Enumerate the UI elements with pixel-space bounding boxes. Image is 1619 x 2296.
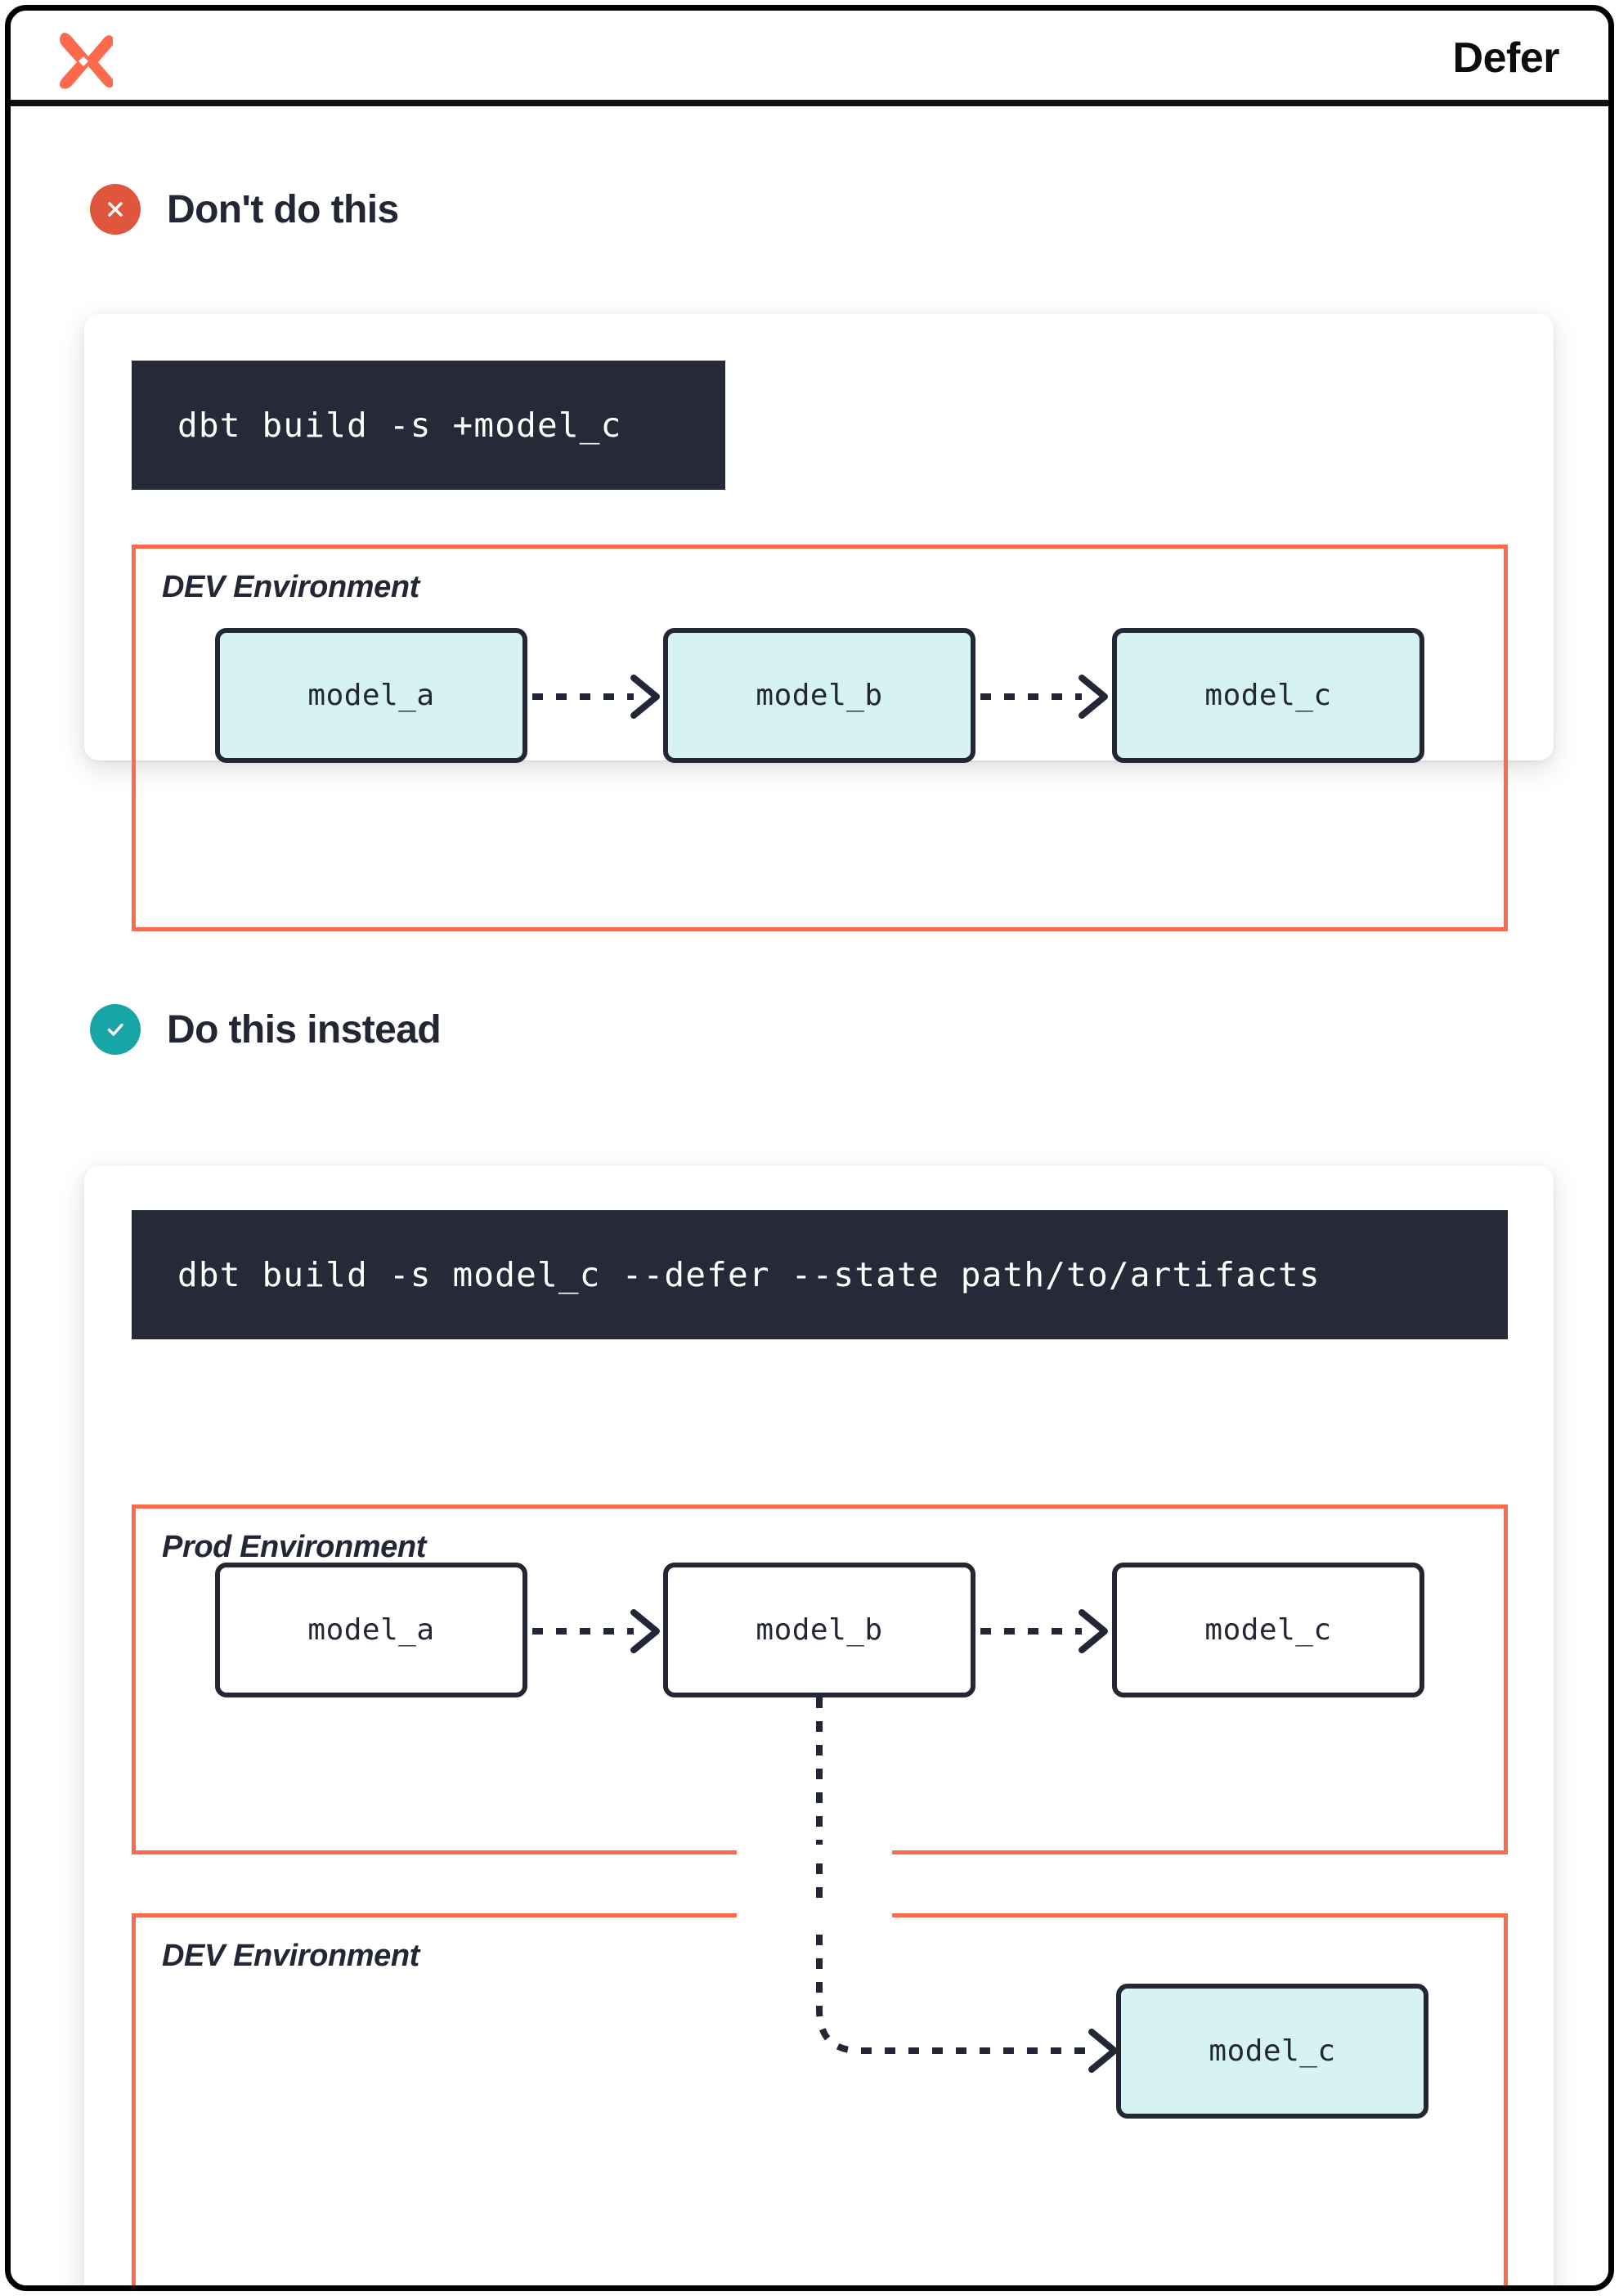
model-node-prod-model-a[interactable]: model_a — [215, 1563, 527, 1697]
env-box-dev-1: DEV Environment — [132, 545, 1508, 931]
border-gap-dev-top — [737, 1908, 892, 1926]
page-frame: Defer Don't do this dbt build -s +model_… — [5, 5, 1614, 2291]
arrow-prod-model-a-to-model-b — [532, 1609, 660, 1653]
model-node-prod-model-b[interactable]: model_b — [663, 1563, 975, 1697]
env-label-prod: Prod Environment — [162, 1530, 426, 1564]
section-title-dont-do-this: Don't do this — [167, 187, 399, 231]
dbt-logo-icon — [54, 29, 113, 89]
page-title: Defer — [1452, 34, 1560, 82]
card-dont-do-this: dbt build -s +model_c DEV Environment mo… — [84, 314, 1554, 931]
model-node-model-b[interactable]: model_b — [663, 628, 975, 763]
model-node-dev-model-c[interactable]: model_c — [1116, 1984, 1428, 2119]
check-circle-icon — [90, 1004, 141, 1055]
section-header-dont-do-this: Don't do this — [90, 184, 399, 235]
arrow-model-b-to-model-c — [980, 675, 1108, 719]
arrow-model-a-to-model-b — [532, 675, 660, 719]
model-node-model-a[interactable]: model_a — [215, 628, 527, 763]
border-gap-prod-bottom — [737, 1845, 892, 1863]
content-area: Don't do this dbt build -s +model_c DEV … — [11, 113, 1608, 2285]
env-label-dev-1: DEV Environment — [162, 570, 419, 604]
model-node-prod-model-c[interactable]: model_c — [1112, 1563, 1424, 1697]
header-bar: Defer — [11, 11, 1608, 106]
x-circle-icon — [90, 184, 141, 235]
section-title-do-this-instead: Do this instead — [167, 1007, 442, 1052]
arrow-defer-prod-model-b-to-dev-model-c — [816, 1697, 1118, 2073]
code-block-dont-do-this: dbt build -s +model_c — [132, 361, 725, 490]
code-block-do-this-instead: dbt build -s model_c --defer --state pat… — [132, 1210, 1508, 1339]
env-label-dev-2: DEV Environment — [162, 1939, 419, 1973]
arrow-prod-model-b-to-model-c — [980, 1609, 1108, 1653]
model-node-model-c[interactable]: model_c — [1112, 628, 1424, 763]
section-header-do-this-instead: Do this instead — [90, 1004, 442, 1055]
card-do-this-instead: dbt build -s model_c --defer --state pat… — [84, 1166, 1554, 2285]
